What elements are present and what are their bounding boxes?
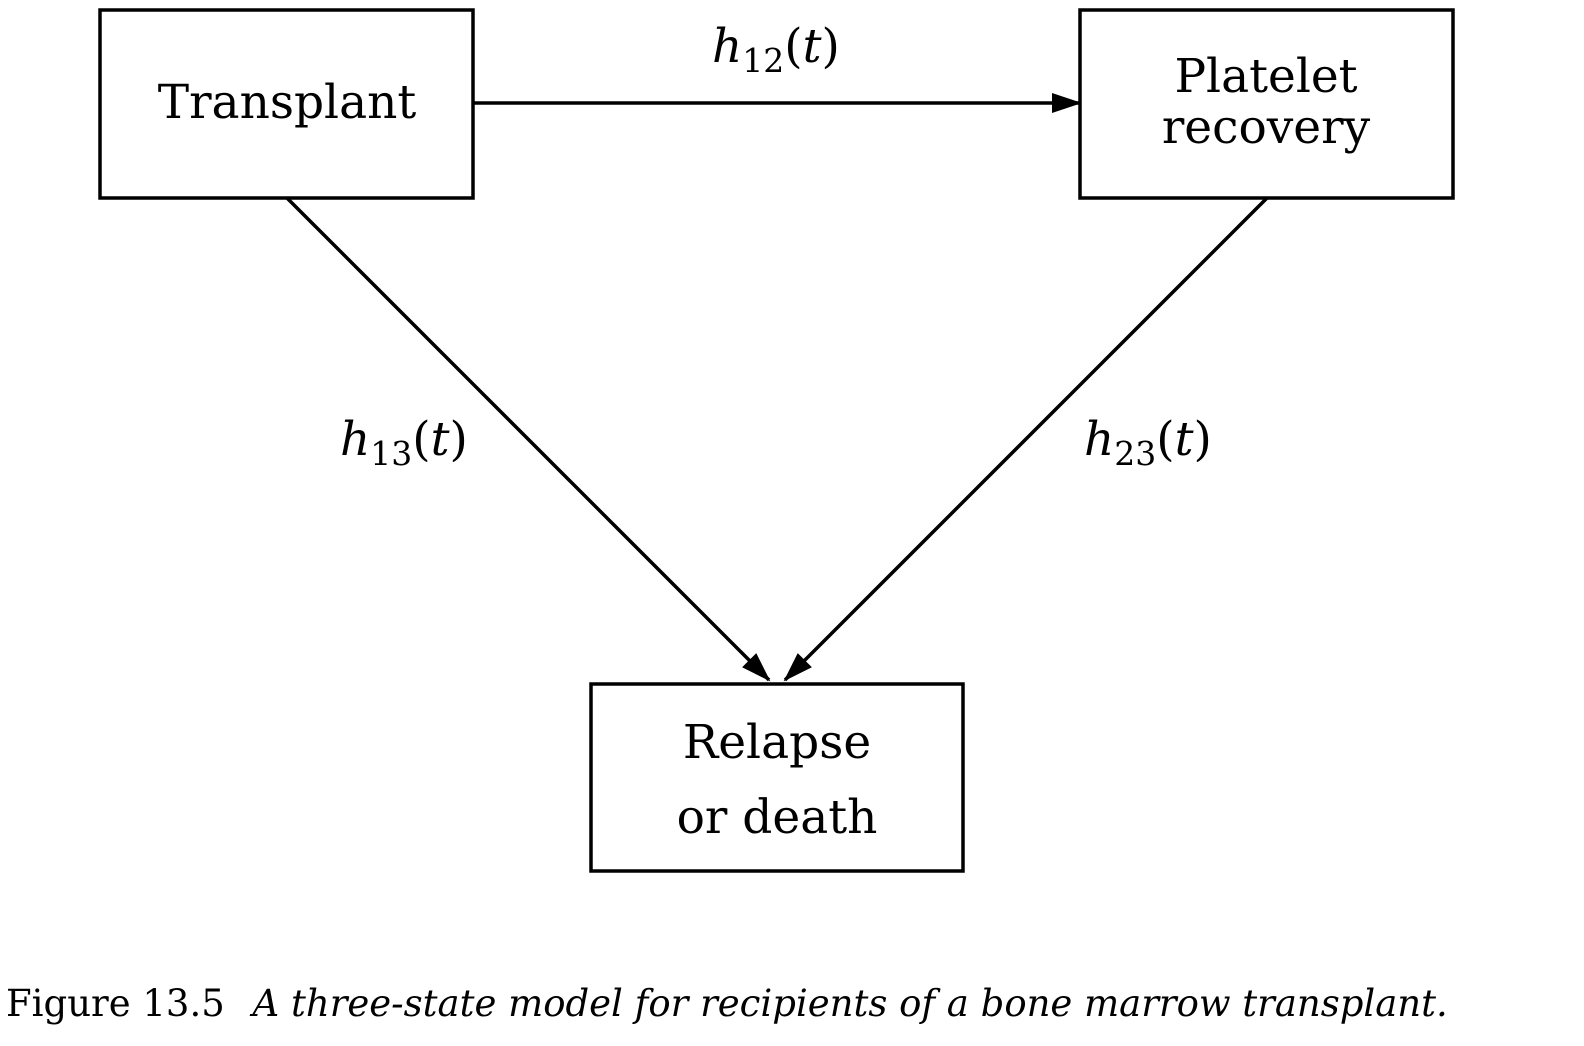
state-relapse-label-line2: or death <box>677 790 878 845</box>
three-state-diagram: Transplant Platelet recovery Relapse or … <box>98 8 1455 873</box>
state-platelet-recovery: Platelet recovery <box>1078 8 1455 200</box>
figure-number: Figure 13.5 <box>6 982 225 1025</box>
rate-label-h23: h23(t) <box>1084 412 1212 473</box>
rate-label-h13: h13(t) <box>340 412 468 473</box>
state-transplant: Transplant <box>98 8 475 200</box>
state-relapse-label-line1: Relapse <box>683 715 871 770</box>
arrow-platelet-to-relapse <box>783 196 1269 682</box>
state-platelet-recovery-label-line1: Platelet <box>1174 49 1357 104</box>
state-relapse-or-death: Relapse or death <box>589 682 965 873</box>
state-transplant-label: Transplant <box>158 75 417 130</box>
figure-caption-text: A three-state model for recipients of a … <box>252 982 1448 1025</box>
figure-caption: Figure 13.5 A three-state model for reci… <box>6 978 1578 1030</box>
rate-label-h12: h12(t) <box>712 19 840 80</box>
arrow-transplant-to-relapse <box>285 196 771 682</box>
state-transplant-box <box>98 8 475 200</box>
state-platelet-recovery-label-line2: recovery <box>1162 100 1371 155</box>
state-platelet-recovery-box <box>1078 8 1455 200</box>
state-relapse-or-death-box <box>589 682 965 873</box>
